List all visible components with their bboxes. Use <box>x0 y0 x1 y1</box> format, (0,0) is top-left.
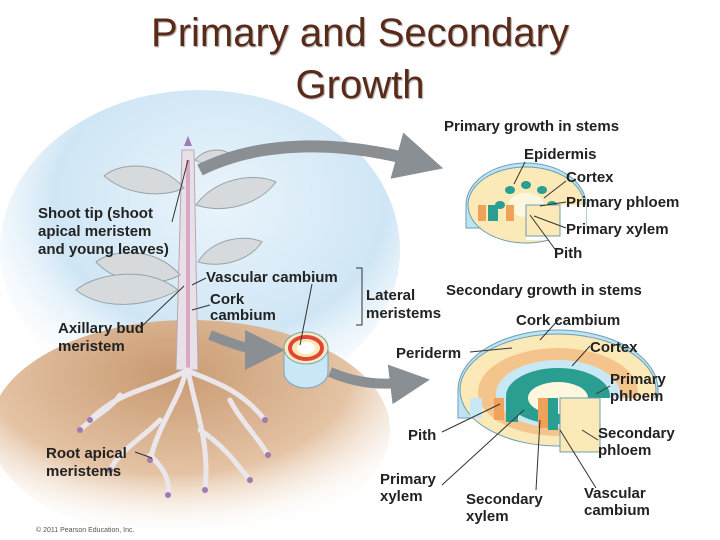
label-shoot-tip-3: and young leaves) <box>38 241 169 258</box>
secondary-section <box>457 329 660 460</box>
label-axillary-1: Axillary bud <box>58 320 144 337</box>
label-lateral-2: meristems <box>366 305 441 322</box>
secondary-phloem-1: Secondary <box>598 425 675 442</box>
primary-cortex: Cortex <box>566 169 614 186</box>
arrow-to-stem-section <box>208 329 285 370</box>
root-tips <box>77 417 271 498</box>
label-shoot-tip-2: apical meristem <box>38 223 151 240</box>
secondary-vascular-cambium-1: Vascular <box>584 485 646 502</box>
shoot-tip <box>184 136 192 146</box>
label-axillary-2: meristem <box>58 338 125 355</box>
stem-section-small <box>283 331 329 389</box>
secondary-xylem-2: xylem <box>466 508 509 525</box>
primary-xylem: Primary xylem <box>566 221 669 238</box>
arrow-to-secondary <box>328 364 430 405</box>
leaf-upper-left <box>103 165 185 195</box>
title-line-1: Primary and Secondary <box>151 11 569 55</box>
label-cork-1: Cork <box>210 291 245 308</box>
label-shoot-tip-1: Shoot tip (shoot <box>38 205 153 222</box>
copyright-notice: © 2011 Pearson Education, Inc. <box>36 527 135 534</box>
sky-background <box>0 90 400 410</box>
leaf-middle-right <box>197 237 263 265</box>
primary-heading: Primary growth in stems <box>444 118 619 135</box>
label-lateral-1: Lateral <box>366 287 415 304</box>
plant <box>75 136 277 498</box>
secondary-phloem-2: phloem <box>598 442 651 459</box>
title-line-2: Growth <box>295 63 425 107</box>
label-root-1: Root apical <box>46 445 127 462</box>
primary-phloem: Primary phloem <box>566 194 679 211</box>
label-cork-2: cambium <box>210 307 276 324</box>
secondary-xylem-1: Secondary <box>466 491 543 508</box>
roots <box>77 367 271 498</box>
leaf-lower-left <box>75 273 179 305</box>
label-root-2: meristems <box>46 463 121 480</box>
leaf-upper-right <box>195 176 277 210</box>
leader-lines <box>134 159 611 491</box>
secondary-primary-phloem-1: Primary <box>610 371 667 388</box>
secondary-vascular-cambium-2: cambium <box>584 502 650 519</box>
secondary-primary-xylem-1: Primary <box>380 471 437 488</box>
secondary-cork-cambium: Cork cambium <box>516 312 620 329</box>
secondary-cortex: Cortex <box>590 339 638 356</box>
primary-pith: Pith <box>554 245 582 262</box>
secondary-pith: Pith <box>408 427 436 444</box>
secondary-periderm: Periderm <box>396 345 461 362</box>
label-vascular-cambium: Vascular cambium <box>206 269 338 286</box>
secondary-primary-phloem-2: phloem <box>610 388 663 405</box>
arrow-to-primary <box>197 132 444 179</box>
secondary-primary-xylem-2: xylem <box>380 488 423 505</box>
secondary-heading: Secondary growth in stems <box>446 282 642 299</box>
primary-epidermis: Epidermis <box>524 146 597 163</box>
